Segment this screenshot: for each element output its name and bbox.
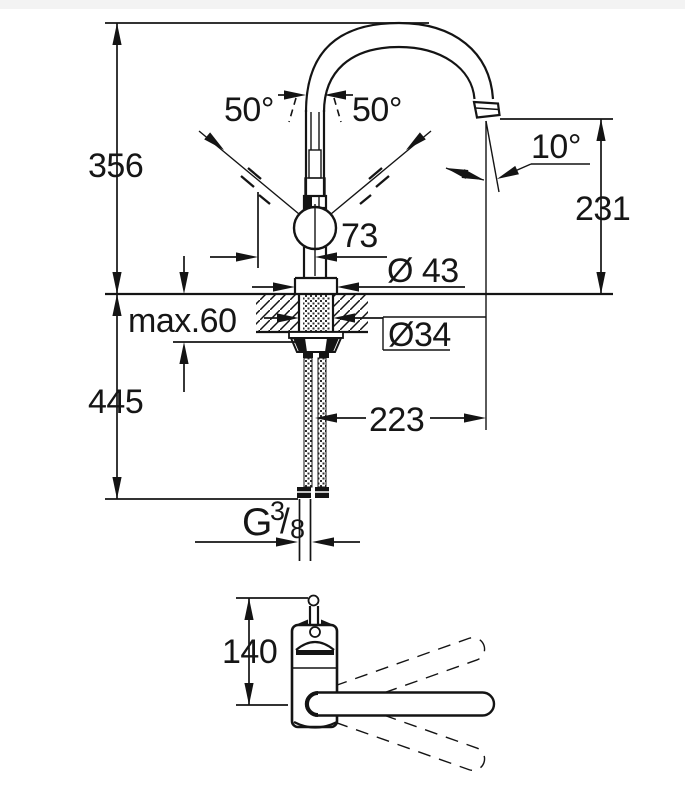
nut-dark-right: [325, 338, 339, 352]
swivel-collar-dark: [304, 196, 312, 208]
label-spout-height: 356: [88, 147, 143, 185]
label-thread-size: G 3 / 8: [242, 496, 305, 544]
label-outlet-height: 231: [575, 190, 630, 228]
counter-hatch-left: [256, 295, 299, 331]
cartridge-screw-circle: [309, 626, 321, 638]
mounting-section: [256, 294, 368, 561]
label-base-diameter: Ø 43: [387, 252, 459, 290]
dimensions: 356 445 max.60 231 50° 50° 73: [88, 22, 631, 547]
dim-10-leader: [514, 163, 532, 172]
body-top-mark-right: [321, 619, 334, 625]
swivel-range-indication: [198, 97, 432, 215]
aerator-outlet: [472, 100, 501, 119]
shank-texture: [303, 295, 330, 331]
thread-slash: /: [280, 502, 290, 541]
label-body-depth: 140: [222, 633, 277, 671]
nut-dark-left: [293, 338, 307, 352]
label-swivel-offset: 73: [341, 217, 378, 255]
label-max-counter: max.60: [128, 302, 237, 340]
handle-lever: [304, 691, 496, 717]
front-view-faucet: [292, 21, 501, 294]
photo-top-edge: [0, 0, 685, 9]
counter-hatch-right: [333, 295, 368, 331]
body-base-arc: [293, 721, 338, 729]
label-shank-diameter: Ø34: [388, 316, 451, 354]
label-swivel-right: 50°: [352, 91, 402, 129]
label-swivel-left: 50°: [224, 91, 274, 129]
handle-pivot-cap: [304, 691, 319, 717]
outlet-tilted-line: [485, 120, 500, 193]
aerator-band-line: [475, 107, 500, 111]
thread-denominator: 8: [290, 514, 305, 544]
outlet-angle-reference: [444, 120, 500, 430]
spout-inner-curve: [322, 45, 476, 113]
phantom-spout-left: [240, 167, 271, 205]
hose-crimp-left: [303, 352, 313, 358]
body-top-mark-left: [295, 619, 308, 625]
body-dome-arc: [295, 640, 335, 651]
supply-hose-right: [317, 357, 327, 488]
spout-tip-circle: [307, 594, 320, 607]
label-reach: 223: [369, 401, 424, 439]
label-hose-length: 445: [88, 383, 143, 421]
thread-letter: G: [242, 501, 272, 544]
thread-numerator: 3: [270, 496, 285, 526]
phantom-spout-right: [359, 167, 390, 205]
hose-crimp-right: [319, 352, 329, 358]
phantom-riser-dashes: [288, 97, 342, 123]
top-down-view: 140: [222, 594, 496, 772]
supply-hose-left: [303, 357, 313, 488]
label-outlet-angle: 10°: [531, 128, 581, 166]
